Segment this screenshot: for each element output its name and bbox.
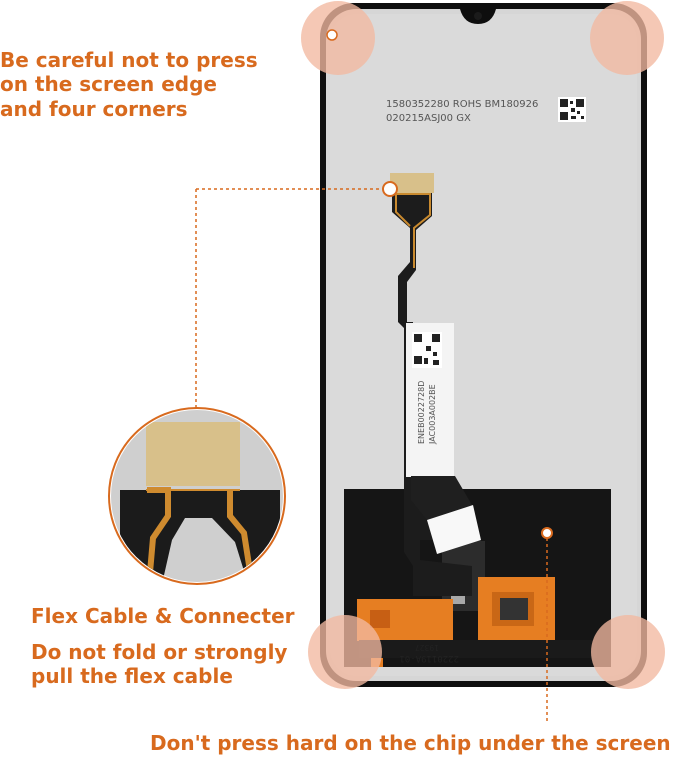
board-code: 2220119A-01	[399, 653, 459, 663]
corner-highlights	[301, 1, 665, 689]
serial-line-1: 1580352280 ROHS BM180926	[386, 99, 538, 110]
flex-cable-title: Flex Cable & Connecter	[31, 604, 295, 628]
flex-connector	[390, 173, 434, 193]
flex-label-line-2: JAC003A002BE	[428, 384, 437, 445]
flex-marker	[382, 181, 398, 197]
serial-line-2: 020215ASJ00 GX	[386, 113, 471, 124]
top-right-corner-highlight	[590, 1, 664, 75]
flex-qr-code-icon	[412, 332, 442, 368]
callout-leaders	[195, 29, 553, 724]
bottom-left-corner-highlight	[308, 615, 382, 689]
flex-cable: ENEB0022728D JAC003A002BE	[390, 173, 481, 596]
board-code-2: 19327	[415, 643, 439, 652]
driver-board: 2220119A-01 19327	[357, 577, 597, 667]
chip-marker	[541, 527, 553, 539]
bottom-right-corner-highlight	[591, 615, 665, 689]
top-left-corner-highlight	[301, 1, 375, 75]
edge-marker	[326, 29, 338, 41]
driver-chip	[500, 598, 528, 620]
edge-warning-text: Be careful not to press on the screen ed…	[0, 48, 258, 121]
flex-label-line-1: ENEB0022728D	[417, 381, 426, 444]
flex-cable-warning-text: Do not fold or strongly pull the flex ca…	[31, 640, 288, 689]
qr-code-icon	[558, 97, 586, 122]
flex-cable-zoom	[108, 407, 286, 585]
chip-warning-text: Don't press hard on the chip under the s…	[150, 731, 671, 755]
serial-label: 1580352280 ROHS BM180926 020215ASJ00 GX	[386, 97, 586, 124]
